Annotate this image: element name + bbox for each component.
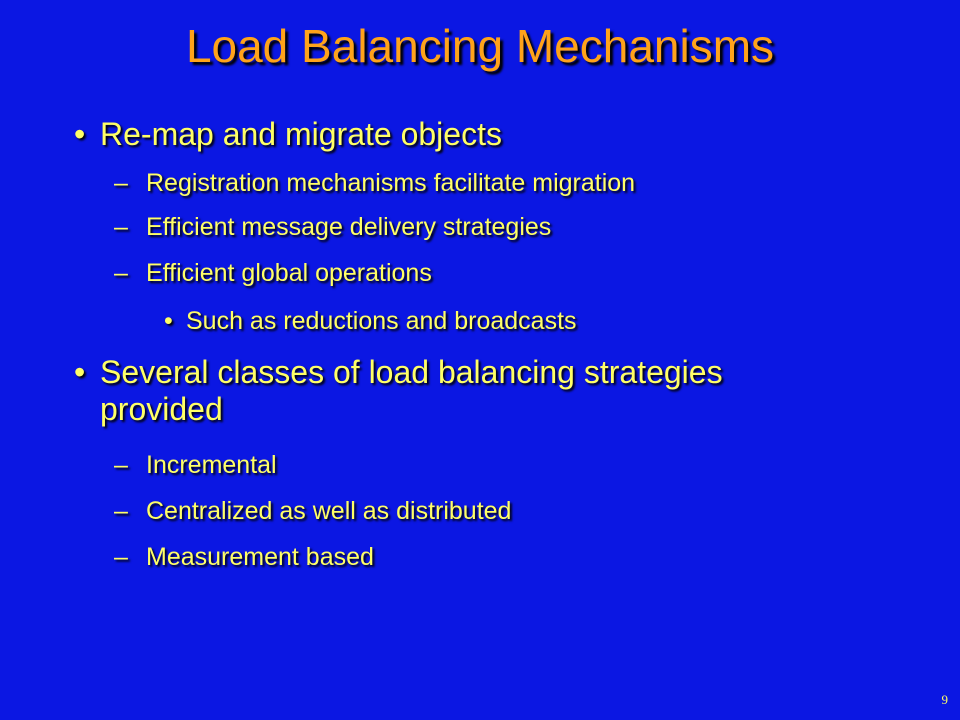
sub-sub-bullet-text: Such as reductions and broadcasts — [186, 307, 577, 335]
sub-bullet-text: Efficient global operations — [146, 259, 432, 287]
dash-glyph: – — [114, 497, 128, 525]
sub-bullet-text: Measurement based — [146, 543, 374, 571]
dash-glyph: – — [114, 259, 128, 287]
bullet-glyph: • — [74, 116, 86, 152]
sub-bullet-item: – Efficient global operations — [114, 258, 432, 288]
bullet-glyph: • — [164, 307, 173, 335]
sub-bullet-item: – Incremental — [114, 450, 277, 480]
sub-bullet-text: Centralized as well as distributed — [146, 497, 512, 525]
bullet-item: • Several classes of load balancing stra… — [74, 354, 840, 428]
dash-glyph: – — [114, 169, 128, 197]
sub-bullet-item: – Measurement based — [114, 542, 374, 572]
sub-bullet-text: Incremental — [146, 451, 277, 479]
sub-bullet-text: Registration mechanisms facilitate migra… — [146, 169, 636, 197]
bullet-text: Several classes of load balancing strate… — [100, 354, 723, 427]
dash-glyph: – — [114, 543, 128, 571]
sub-bullet-item: – Registration mechanisms facilitate mig… — [114, 168, 635, 198]
dash-glyph: – — [114, 451, 128, 479]
sub-sub-bullet-item: • Such as reductions and broadcasts — [164, 306, 577, 336]
sub-bullet-text: Efficient message delivery strategies — [146, 213, 552, 241]
dash-glyph: – — [114, 213, 128, 241]
bullet-glyph: • — [74, 354, 86, 390]
page-number: 9 — [941, 692, 949, 707]
bullet-item: • Re-map and migrate objects — [74, 116, 502, 153]
slide-title: Load Balancing Mechanisms — [185, 20, 775, 72]
bullet-text: Re-map and migrate objects — [100, 116, 502, 152]
sub-bullet-item: – Efficient message delivery strategies — [114, 212, 551, 242]
sub-bullet-item: – Centralized as well as distributed — [114, 496, 511, 526]
